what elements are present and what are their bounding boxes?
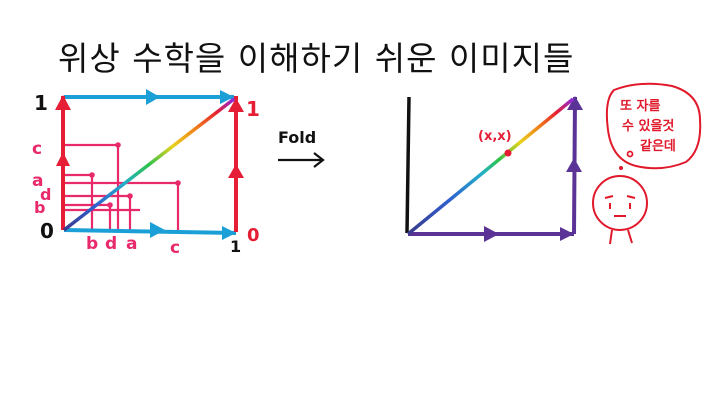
bottom-edge-arrow-purple <box>408 226 574 242</box>
corner-label-top-right: 1 <box>246 97 260 121</box>
x-label-a: a <box>126 234 137 254</box>
corner-label-bottom-right-extra: 1 <box>230 237 241 256</box>
y-label-d: d <box>40 185 51 204</box>
thought-dot-2 <box>619 166 623 170</box>
y-label-c: c <box>32 139 42 159</box>
slide-title: 위상 수학을 이해하기 쉬운 이미지들 <box>58 39 575 78</box>
x-label-c: c <box>170 238 180 258</box>
fold-operation: Fold <box>278 128 325 168</box>
diagonal-line <box>62 97 236 232</box>
right-edge-arrow <box>228 96 244 232</box>
face-icon <box>592 175 648 245</box>
fold-label: Fold <box>278 128 316 147</box>
bottom-edge-arrow <box>63 222 237 240</box>
x-label-b: b <box>86 234 98 254</box>
thinking-character: 또 자를 수 있을것 같은데 <box>592 82 702 245</box>
speech-line-2: 수 있을것 <box>622 118 674 134</box>
y-label-b: b <box>34 198 45 217</box>
left-edge-arrow <box>55 95 71 230</box>
left-edge-black <box>405 96 411 234</box>
x-axis-labels: b d a c <box>86 234 180 258</box>
top-edge-arrow <box>64 89 234 105</box>
x-label-d: d <box>105 234 117 254</box>
speech-bubble <box>605 82 702 170</box>
fixed-point-label: (x,x) <box>478 129 512 144</box>
corner-label-bottom-left: 0 <box>40 219 54 243</box>
projection-dots <box>89 142 181 208</box>
corner-label-bottom-right: 0 <box>247 225 260 246</box>
right-square: (x,x) <box>405 96 583 242</box>
left-square: 1 0 1 0 1 c a d b b d a c <box>32 89 260 258</box>
thought-dot-1 <box>626 150 634 158</box>
y-axis-labels: c a d b <box>32 139 51 217</box>
fold-arrow-head-icon <box>313 152 325 168</box>
y-label-a: a <box>32 171 43 191</box>
right-edge-arrow-purple <box>566 96 583 235</box>
speech-line-3: 같은데 <box>640 138 676 154</box>
diagonal-line-folded <box>406 97 575 236</box>
speech-line-1: 또 자를 <box>620 99 660 114</box>
corner-label-top-left: 1 <box>34 91 48 115</box>
fixed-point-dot <box>504 149 512 157</box>
